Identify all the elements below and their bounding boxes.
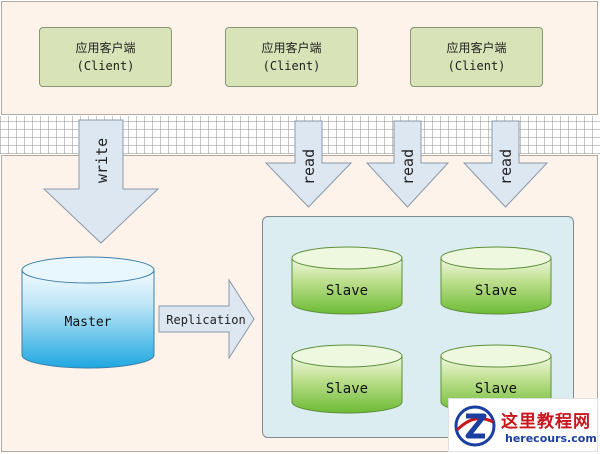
watermark: 这里教程网 herecours.com	[448, 398, 598, 452]
slave-database-2: Slave	[440, 246, 552, 315]
replication-arrow: Replication	[158, 278, 255, 360]
read-label: read	[399, 149, 417, 185]
client-box-2: 应用客户端 (Client)	[225, 27, 358, 87]
read-arrow-3: read	[462, 120, 549, 208]
client-subtitle: (Client)	[262, 59, 321, 73]
replication-label: Replication	[166, 313, 245, 327]
slave-database-1: Slave	[291, 246, 403, 315]
read-label: read	[497, 149, 515, 185]
master-label: Master	[65, 315, 112, 330]
slave-label: Slave	[475, 283, 517, 299]
slave-database-3: Slave	[291, 344, 403, 414]
slave-label: Slave	[475, 381, 517, 397]
write-label: write	[93, 138, 111, 183]
client-box-1: 应用客户端 (Client)	[39, 27, 172, 87]
watermark-url: herecours.com	[505, 432, 597, 445]
slave-label: Slave	[326, 381, 368, 397]
read-arrow-2: read	[365, 120, 450, 208]
watermark-title: 这里教程网	[501, 412, 591, 432]
client-title: 应用客户端	[75, 41, 136, 55]
watermark-logo-icon	[454, 405, 496, 447]
slave-label: Slave	[326, 283, 368, 299]
client-subtitle: (Client)	[447, 59, 506, 73]
client-title: 应用客户端	[446, 41, 507, 55]
master-database: Master	[21, 256, 155, 369]
write-arrow: write	[42, 119, 160, 244]
read-arrow-1: read	[264, 120, 353, 208]
client-box-3: 应用客户端 (Client)	[410, 27, 543, 87]
client-subtitle: (Client)	[76, 59, 135, 73]
client-title: 应用客户端	[261, 41, 322, 55]
read-label: read	[300, 149, 318, 185]
